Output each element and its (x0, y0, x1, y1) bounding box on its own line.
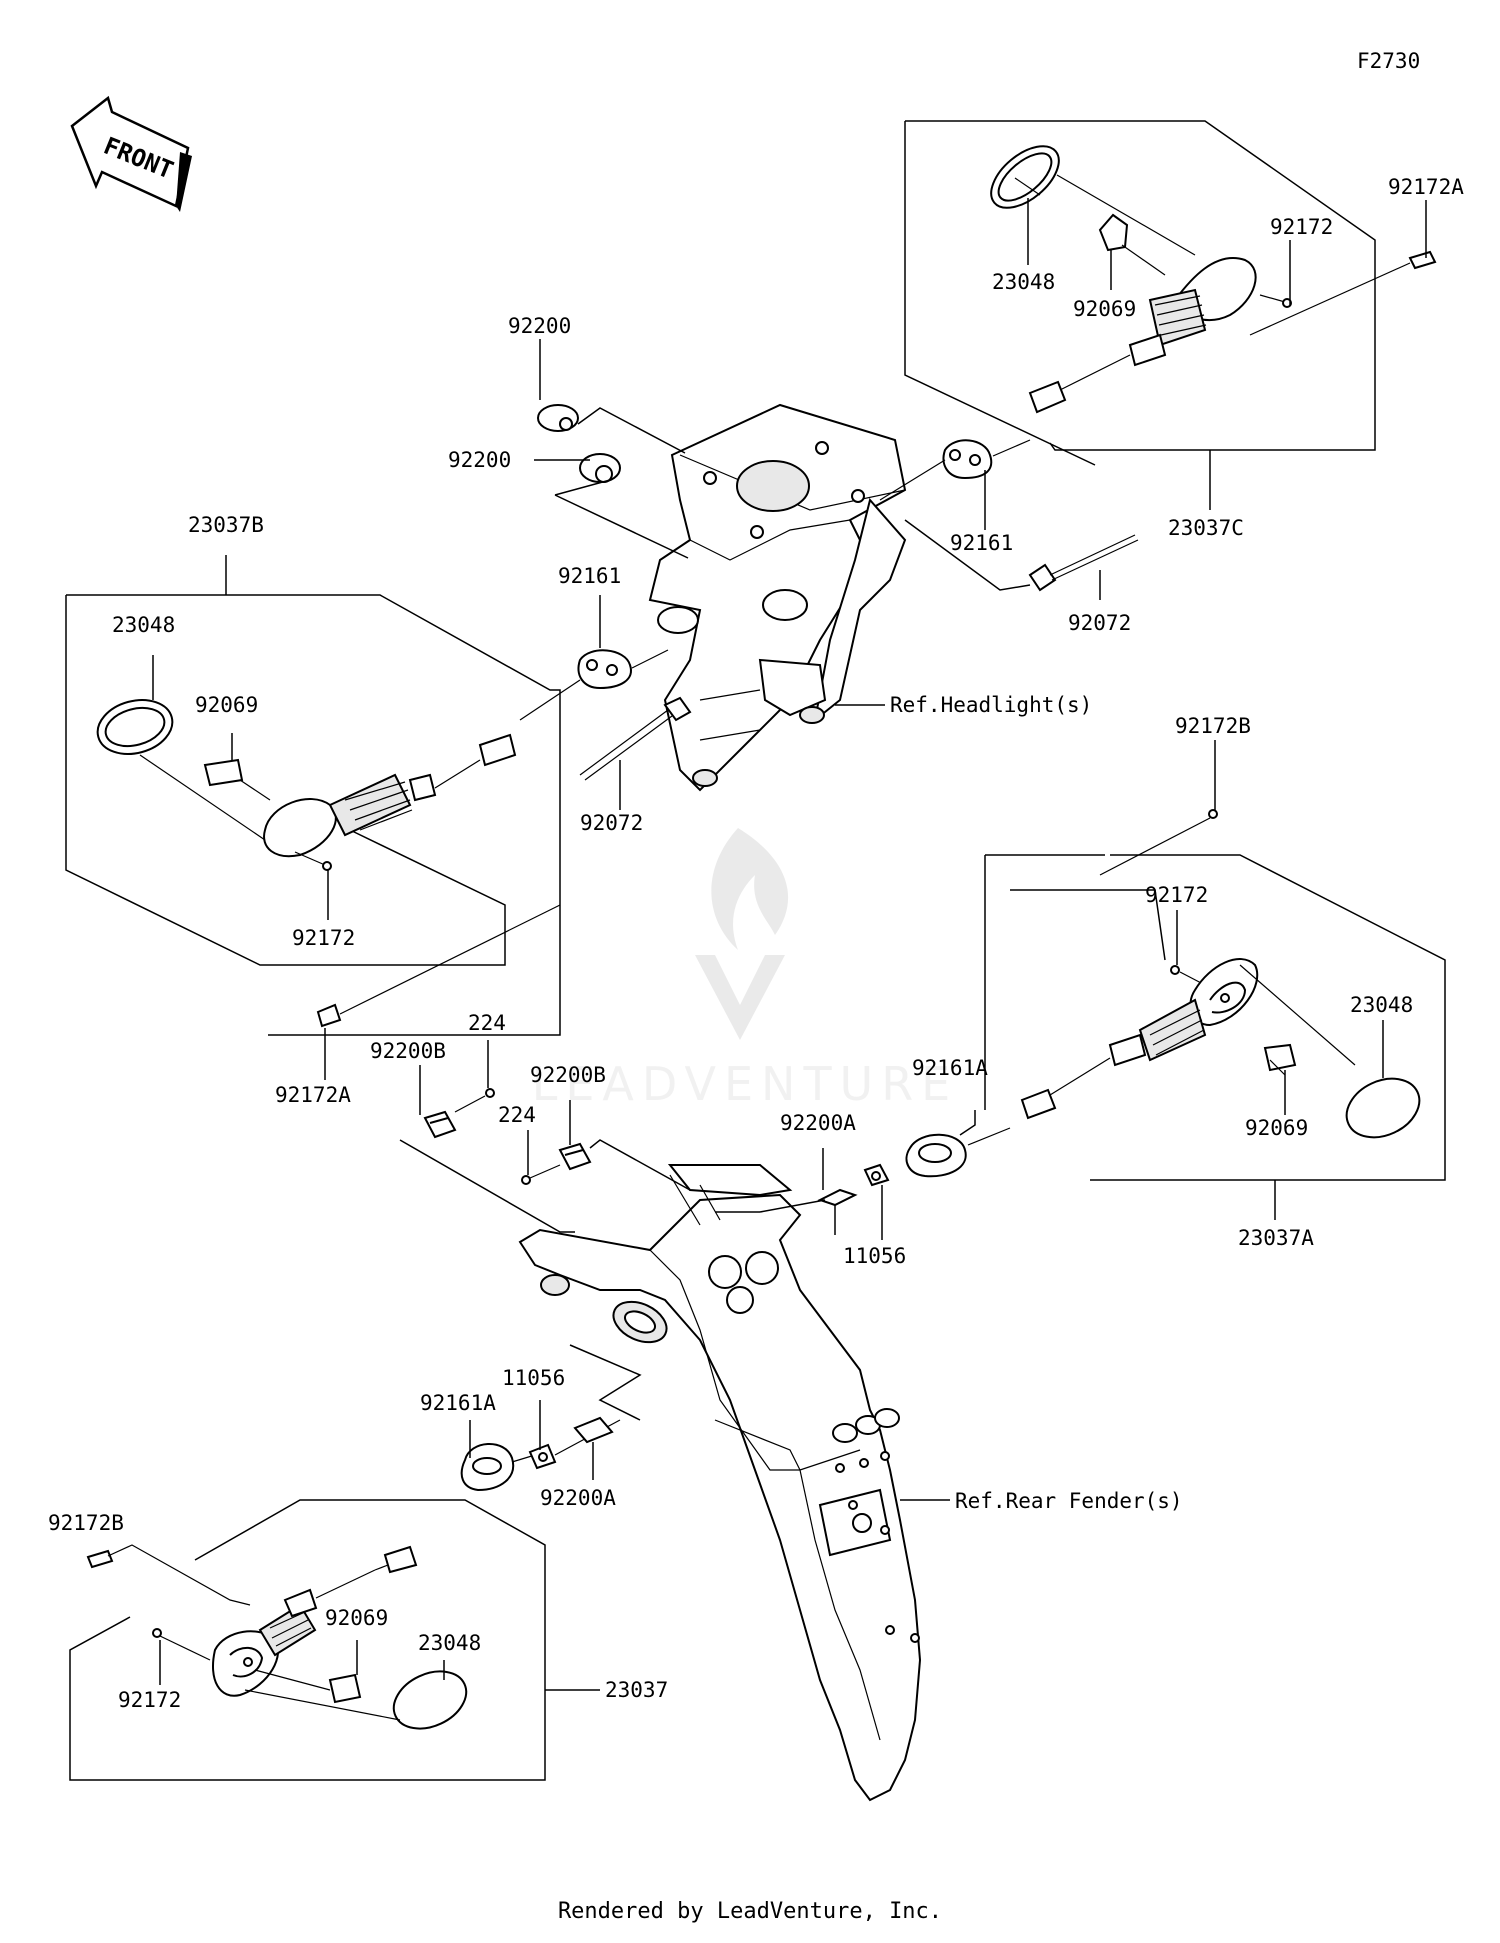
label-92200-b: 92200 (448, 448, 511, 472)
label-92172-mid-right: 92172 (1145, 883, 1208, 907)
clip-92200A-right (715, 1148, 858, 1235)
watermark-text: LEADVENTURE (532, 1057, 959, 1111)
label-92172-left: 92172 (292, 926, 355, 950)
label-92200B-a: 92200B (370, 1039, 446, 1063)
screw-92172A-left (316, 904, 561, 1080)
grommet-92161A-right (905, 1110, 1011, 1178)
label-23048-top-right: 23048 (992, 270, 1055, 294)
label-11056-right: 11056 (843, 1244, 906, 1268)
label-92069-bottom-left: 92069 (325, 1606, 388, 1630)
turn-signal-23037A (984, 740, 1446, 1220)
label-92200A-left: 92200A (540, 1486, 616, 1510)
label-92172A-left: 92172A (275, 1083, 351, 1107)
grommet-92161-left (519, 595, 669, 721)
label-224-a: 224 (468, 1011, 506, 1035)
label-92172B-left: 92172B (48, 1511, 124, 1535)
label-23048-left: 23048 (112, 613, 175, 637)
ref-rear-fender: Ref.Rear Fender(s) (955, 1489, 1183, 1513)
label-11056-left: 11056 (502, 1366, 565, 1390)
cable-tie-92072-left (579, 696, 692, 810)
label-23037A: 23037A (1238, 1226, 1314, 1250)
turn-signal-23037 (69, 1499, 600, 1781)
grommet-92161-right (879, 439, 1031, 530)
label-23037B: 23037B (188, 513, 264, 537)
label-92069-mid-right: 92069 (1245, 1116, 1308, 1140)
label-92172A-top-right: 92172A (1388, 175, 1464, 199)
label-92172B-right: 92172B (1175, 714, 1251, 738)
cable-tie-92072-right (904, 519, 1139, 600)
grommet-92161A-left (460, 1420, 536, 1492)
label-92161A-left: 92161A (420, 1391, 496, 1415)
turn-signal-23037C (904, 120, 1437, 510)
clip-92200B-a (399, 1040, 575, 1233)
front-arrow-icon: FRONT (70, 95, 192, 212)
turn-signal-23037B (65, 555, 561, 1036)
watermark-logo: LEADVENTURE (532, 828, 959, 1111)
clip-92200A-left (569, 1344, 642, 1480)
nut-11056-right (863, 1163, 890, 1240)
label-23037: 23037 (605, 1678, 668, 1702)
diagram-id: F2730 (1357, 49, 1420, 73)
label-92200A-right: 92200A (780, 1111, 856, 1135)
label-92161-left: 92161 (558, 564, 621, 588)
label-92069-left: 92069 (195, 693, 258, 717)
headlight-bracket (648, 403, 907, 792)
label-23048-bottom-left: 23048 (418, 1631, 481, 1655)
label-92200B-b: 92200B (530, 1063, 606, 1087)
grommet-92200-upper (534, 339, 689, 559)
label-92200-a: 92200 (508, 314, 571, 338)
label-224-b: 224 (498, 1103, 536, 1127)
label-92161-right: 92161 (950, 531, 1013, 555)
label-92172-bottom-left: 92172 (118, 1688, 181, 1712)
label-92172-top-right: 92172 (1270, 215, 1333, 239)
label-92072-left: 92072 (580, 811, 643, 835)
label-23048-mid-right: 23048 (1350, 993, 1413, 1017)
label-92161A-right: 92161A (912, 1056, 988, 1080)
ref-headlight: Ref.Headlight(s) (890, 693, 1092, 717)
rear-fender (518, 1164, 922, 1802)
label-92072-right: 92072 (1068, 611, 1131, 635)
label-92069-top-right: 92069 (1073, 297, 1136, 321)
footer-credit: Rendered by LeadVenture, Inc. (558, 1899, 942, 1924)
clip-92200B-b (521, 1100, 691, 1191)
label-23037C: 23037C (1168, 516, 1244, 540)
